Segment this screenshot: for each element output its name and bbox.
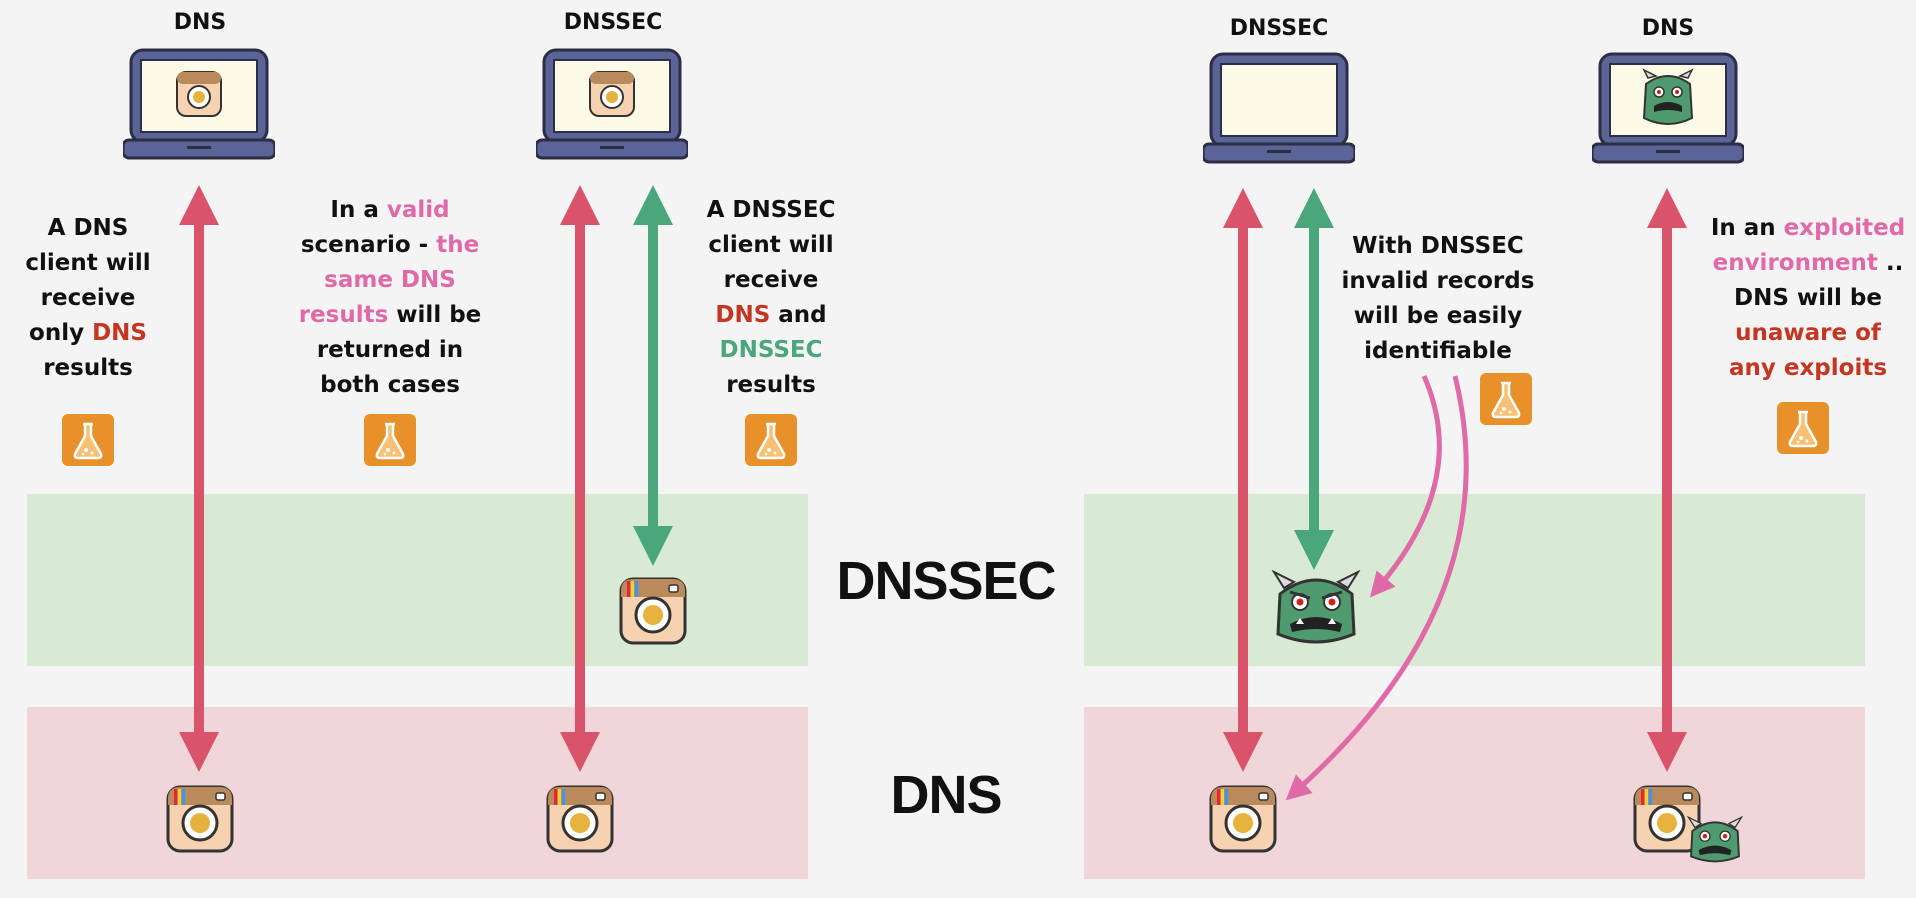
laptop-icon [536,48,688,160]
column-title-dns-left: DNS [173,10,227,35]
laptop-icon [1592,52,1744,164]
column-title-dnssec-right: DNSSEC [1229,16,1329,41]
instagram-icon [1633,785,1701,853]
instagram-icon [619,577,687,645]
laptop-icon [1203,52,1355,164]
description-dnssec-client: A DNSSEC client will receive DNS and DNS… [706,197,836,398]
instagram-icon [166,785,234,853]
column-title-dnssec-left: DNSSEC [563,10,663,35]
description-valid-scenario: In a valid scenario - the same DNS resul… [298,197,482,398]
flask-icon [1777,402,1829,454]
laptop-icon [123,48,275,160]
instagram-icon [1209,785,1277,853]
flask-icon [62,414,114,466]
monster-icon [1686,815,1744,863]
dnssec-layer-band-right [1084,494,1865,666]
description-dnssec-identifiable: With DNSSEC invalid records will be easi… [1341,233,1535,364]
instagram-icon [546,785,614,853]
identification-curve [1369,374,1442,598]
dnssec-layer-label: DNSSEC [836,551,1056,611]
dns-layer-label: DNS [890,765,1002,825]
identification-curve [1285,375,1469,801]
description-exploited-environment: In an exploited environment .. DNS will … [1710,215,1906,381]
flask-icon [745,414,797,466]
monster-icon [1271,570,1361,644]
dns-layer-band-left [27,707,808,879]
flask-icon [364,414,416,466]
description-dns-client: A DNS client will receive only DNS resul… [25,215,151,381]
flask-icon [1480,373,1532,425]
column-title-dns-right: DNS [1641,16,1695,41]
